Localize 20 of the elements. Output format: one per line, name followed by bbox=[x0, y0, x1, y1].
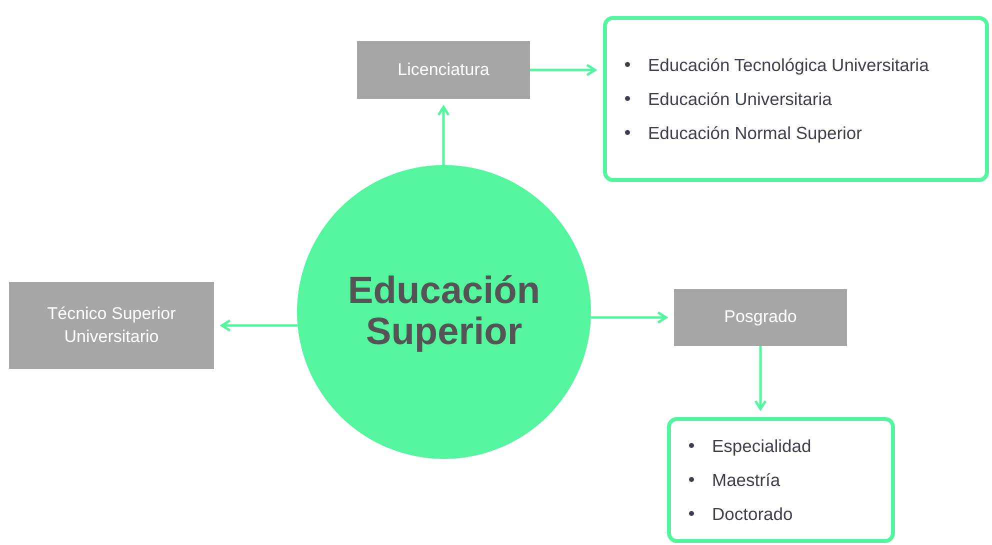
list-item: Maestría bbox=[689, 463, 780, 497]
arrow bbox=[220, 319, 298, 332]
category-box bbox=[9, 282, 214, 369]
arrow bbox=[437, 106, 450, 165]
list-item: Educación Universitaria bbox=[625, 82, 832, 116]
node-label: Técnico Superior Universitario bbox=[46, 302, 177, 348]
list-item: Educación Normal Superior bbox=[625, 116, 862, 150]
list-item: Especialidad bbox=[689, 429, 812, 463]
arrow bbox=[754, 346, 767, 410]
arrow bbox=[530, 64, 596, 76]
node-label: Posgrado bbox=[724, 306, 797, 328]
list-box bbox=[603, 16, 989, 182]
node-label: Licenciatura bbox=[398, 58, 490, 81]
arrow bbox=[590, 311, 668, 324]
list-item: Doctorado bbox=[689, 497, 793, 531]
node-label: Educación Superior bbox=[346, 270, 542, 354]
list-box bbox=[667, 417, 895, 543]
category-box bbox=[357, 41, 530, 99]
list-item: Educación Tecnológica Universitaria bbox=[625, 48, 929, 82]
category-box bbox=[674, 289, 847, 346]
